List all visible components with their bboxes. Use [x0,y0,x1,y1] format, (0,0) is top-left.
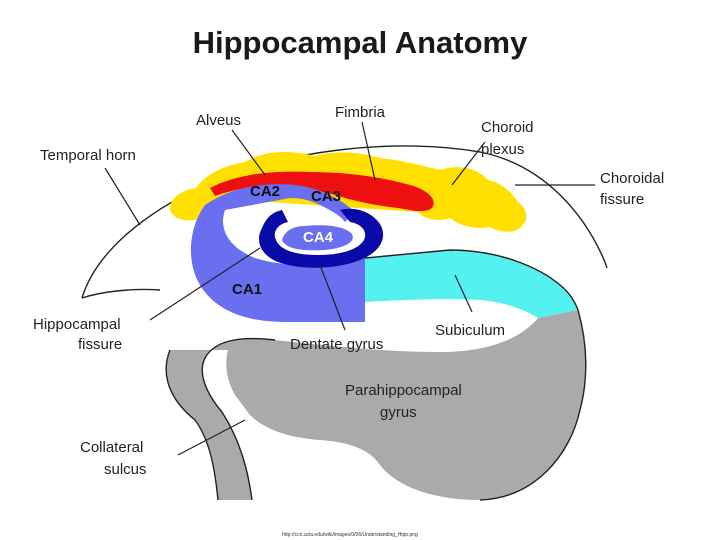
collateral-sulcus-label-line2: sulcus [104,461,147,478]
choroidal-fissure-label-line1: Choroidal [600,170,664,187]
choroid-plexus-label-line1: Choroid [481,119,534,136]
dentate-gyrus-label: Dentate gyrus [290,336,383,353]
parahippocampal-gyrus-label-line2: gyrus [380,404,417,421]
alveus-label: Alveus [196,112,241,129]
ca1-label: CA1 [232,281,262,298]
subiculum-label: Subiculum [435,322,505,339]
ca2-label: CA2 [250,183,280,200]
fimbria-shape [210,171,434,212]
hippocampal-fissure-leader [149,247,261,321]
ca3-label: CA3 [311,188,341,205]
ca4-label: CA4 [303,229,334,246]
subiculum-leader [454,274,473,313]
fimbria-label: Fimbria [335,104,386,121]
cornu-ammonis-shape [190,184,365,322]
choroid-plexus-label-line2: plexus [481,141,524,158]
collateral-sulcus-leader [177,419,246,456]
parahippocampal-gyrus-outline [165,309,587,501]
ca4-shape [282,225,353,251]
alveus-leader [231,129,266,176]
dentate-gyrus-leader [319,264,346,331]
hippocampal-fissure-label-line2: fissure [78,336,122,353]
subiculum-shape [365,250,578,318]
choroid-plexus-leader [451,141,486,186]
subiculum-outline [364,249,579,311]
diagram-title: Hippocampal Anatomy [193,25,528,60]
parahippocampal-gyrus-label-line1: Parahippocampal [345,382,462,399]
temporal-horn-label: Temporal horn [40,147,136,164]
source-credit: http://ccn.ucla.edu/wiki/images/0/06/Und… [282,532,418,538]
collateral-sulcus-label-line1: Collateral [80,439,143,456]
dentate-gyrus-shape [258,208,384,268]
temporal-horn-outline [81,145,608,299]
choroidal-fissure-label-line2: fissure [600,191,644,208]
fimbria-leader [361,121,376,181]
parahippocampal-gyrus-shape [166,310,586,500]
ventricle-tip-outline [81,288,161,299]
hippocampal-fissure-label-line1: Hippocampal [33,316,121,333]
temporal-horn-leader [104,167,141,226]
